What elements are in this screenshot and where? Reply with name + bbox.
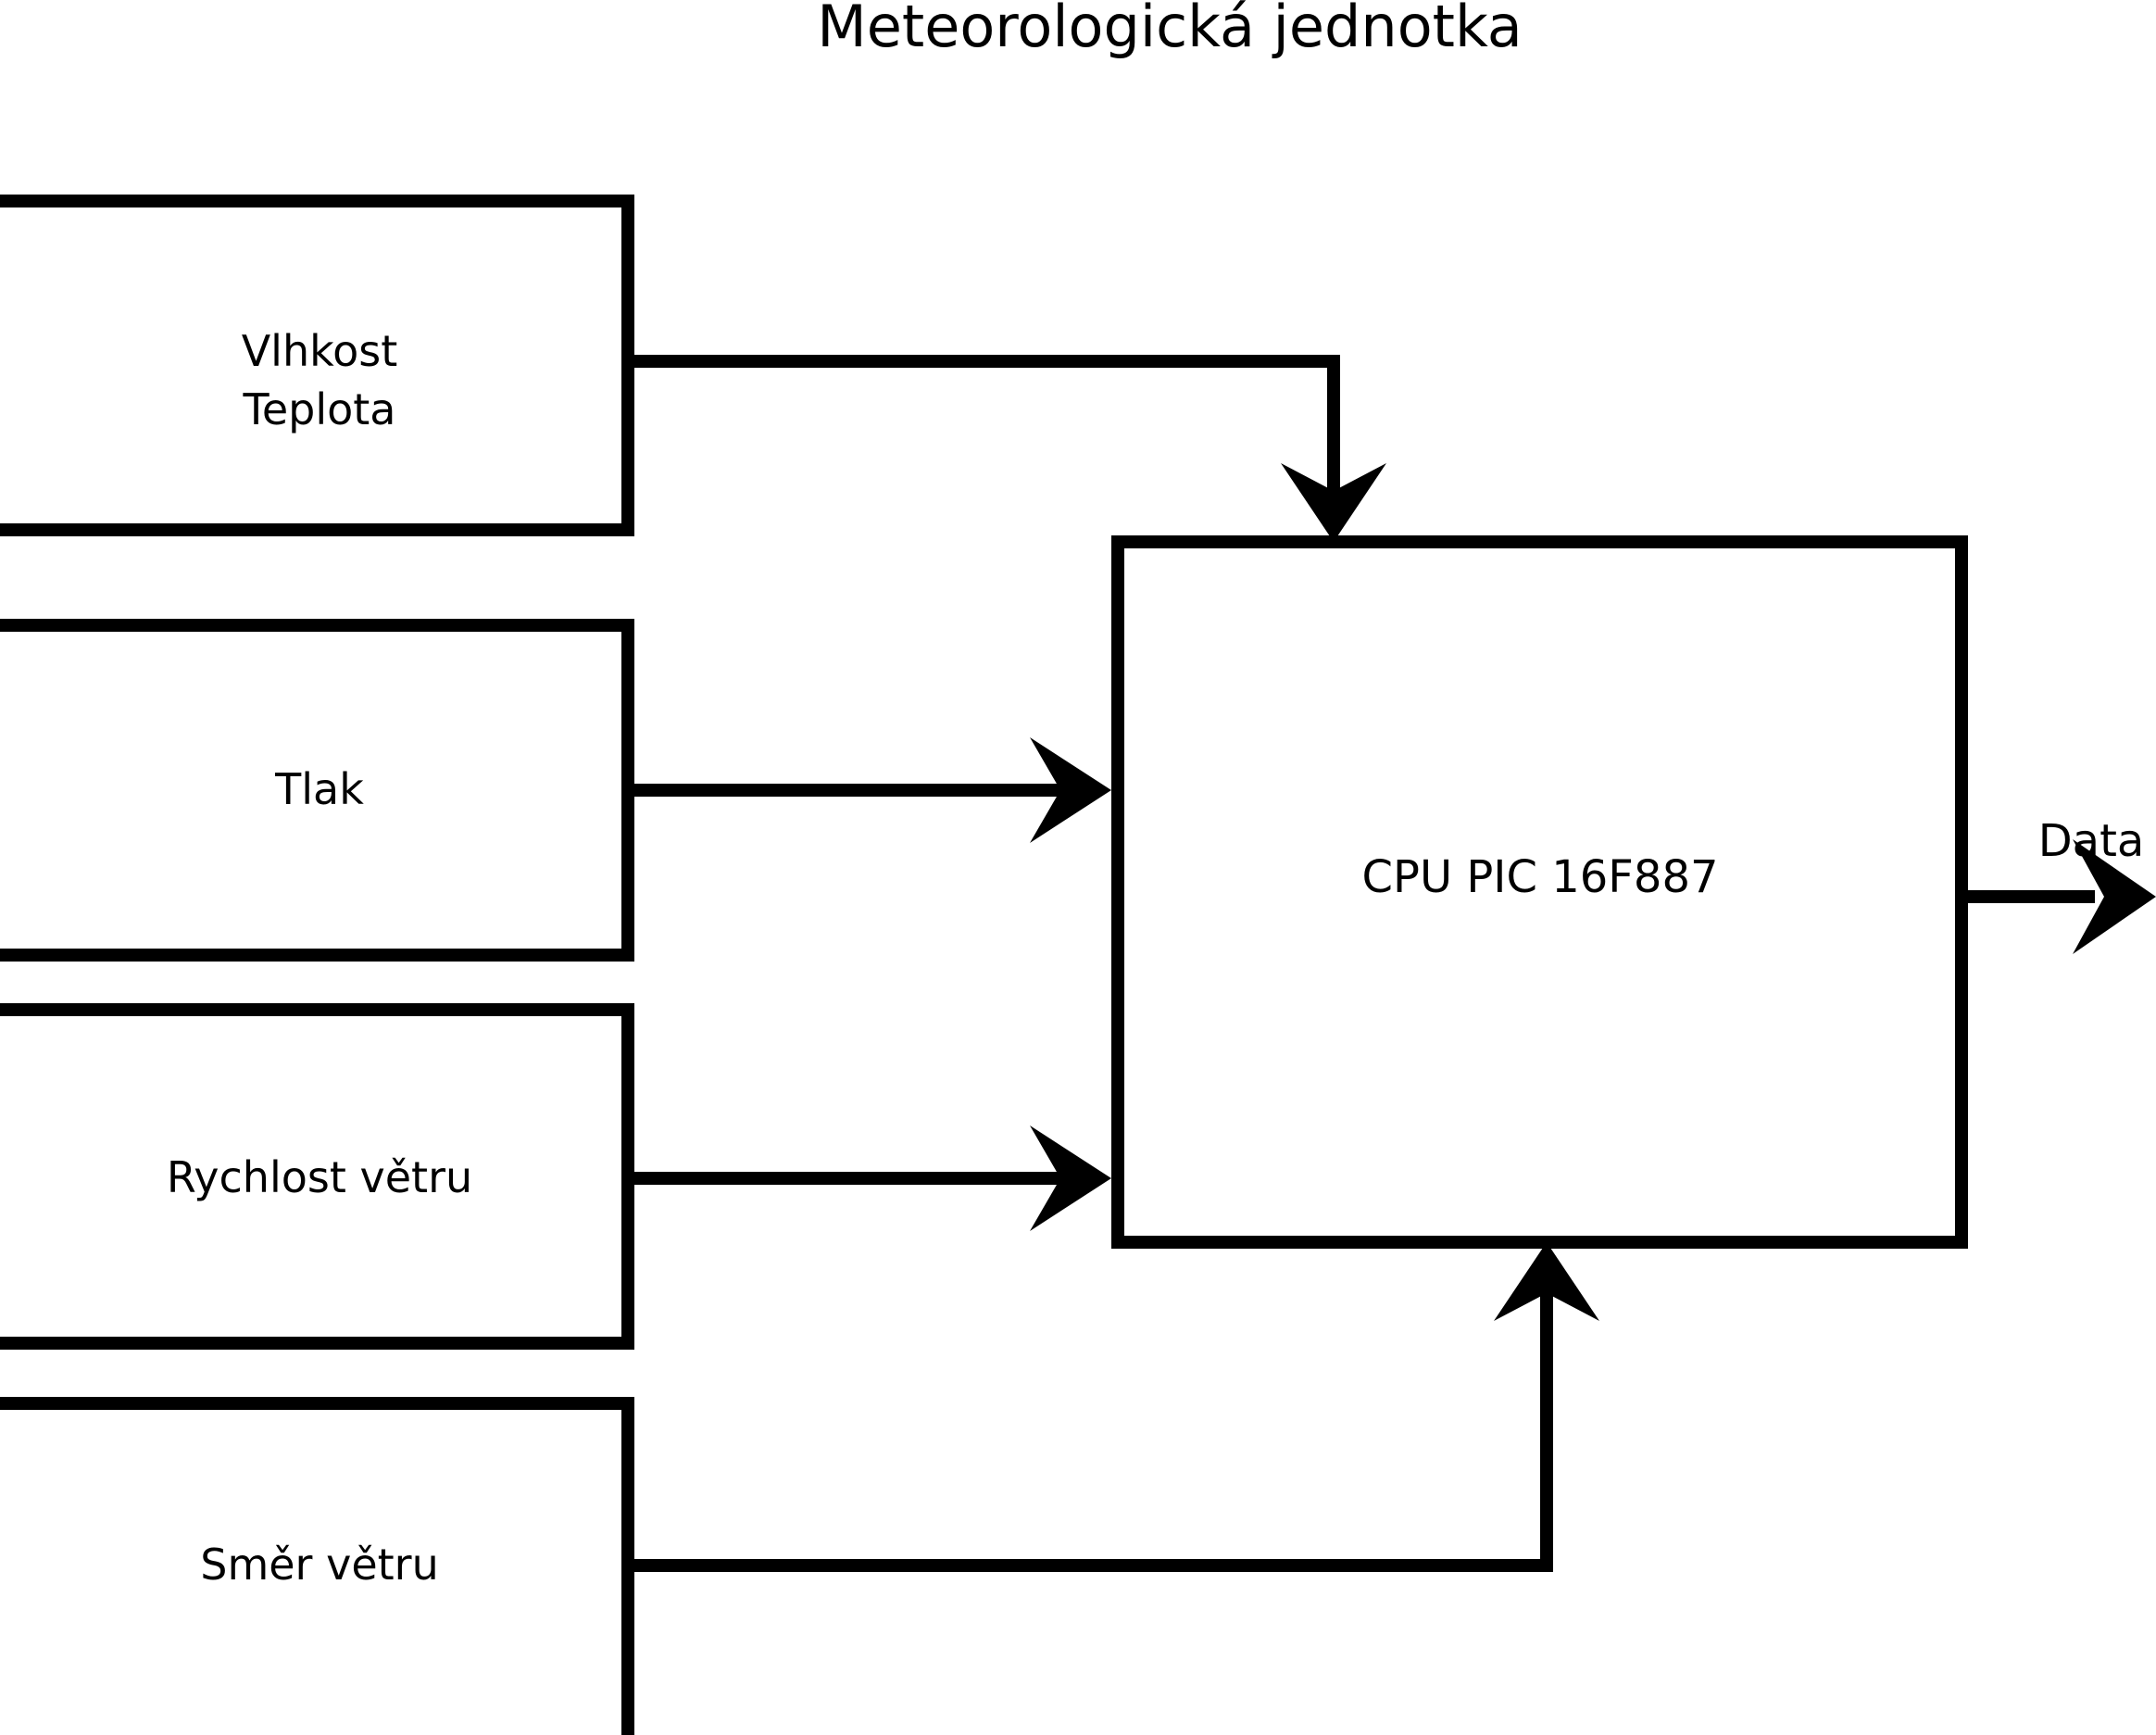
node-wind-speed-label: Rychlost větru (167, 1152, 472, 1202)
node-wind-direction-rect[interactable] (0, 1397, 634, 1735)
node-pressure-label: Tlak (274, 764, 364, 814)
edge-winddirection-to-cpu-path (628, 1292, 1553, 1572)
edge-cpu-to-output-label: Data (2038, 815, 2145, 867)
node-cpu-rect[interactable] (1111, 535, 1968, 1249)
edge-winddirection-to-cpu (628, 1242, 1599, 1572)
edge-humidity-to-cpu (628, 355, 1386, 542)
node-wind-direction[interactable]: Směr větru (0, 1397, 634, 1735)
edge-winddirection-to-cpu-arrowhead (1494, 1242, 1599, 1321)
node-humidity-temperature[interactable]: Vlhkost Teplota (0, 195, 634, 536)
edge-windspeed-to-cpu-arrowhead (1030, 1125, 1111, 1231)
node-cpu[interactable]: CPU PIC 16F887 (1111, 535, 1968, 1249)
edge-humidity-to-cpu-arrowhead (1281, 463, 1386, 542)
edge-pressure-to-cpu (628, 737, 1111, 843)
node-pressure[interactable]: Tlak (0, 619, 634, 962)
node-wind-direction-label: Směr větru (200, 1540, 438, 1590)
node-cpu-label: CPU PIC 16F887 (1361, 851, 1718, 903)
edge-cpu-to-output: Data (1962, 815, 2156, 954)
node-humidity-temperature-label-line2: Teplota (243, 384, 396, 434)
node-humidity-temperature-label-line1: Vlhkost (242, 326, 398, 376)
edge-humidity-to-cpu-path (628, 355, 1340, 505)
node-wind-speed[interactable]: Rychlost větru (0, 1003, 634, 1350)
edge-windspeed-to-cpu (628, 1125, 1111, 1231)
edge-cpu-to-output-arrowhead (2073, 839, 2156, 954)
page-title: Meteorologická jednotka (817, 0, 1523, 60)
node-pressure-rect[interactable] (0, 619, 634, 962)
edge-pressure-to-cpu-arrowhead (1030, 737, 1111, 843)
